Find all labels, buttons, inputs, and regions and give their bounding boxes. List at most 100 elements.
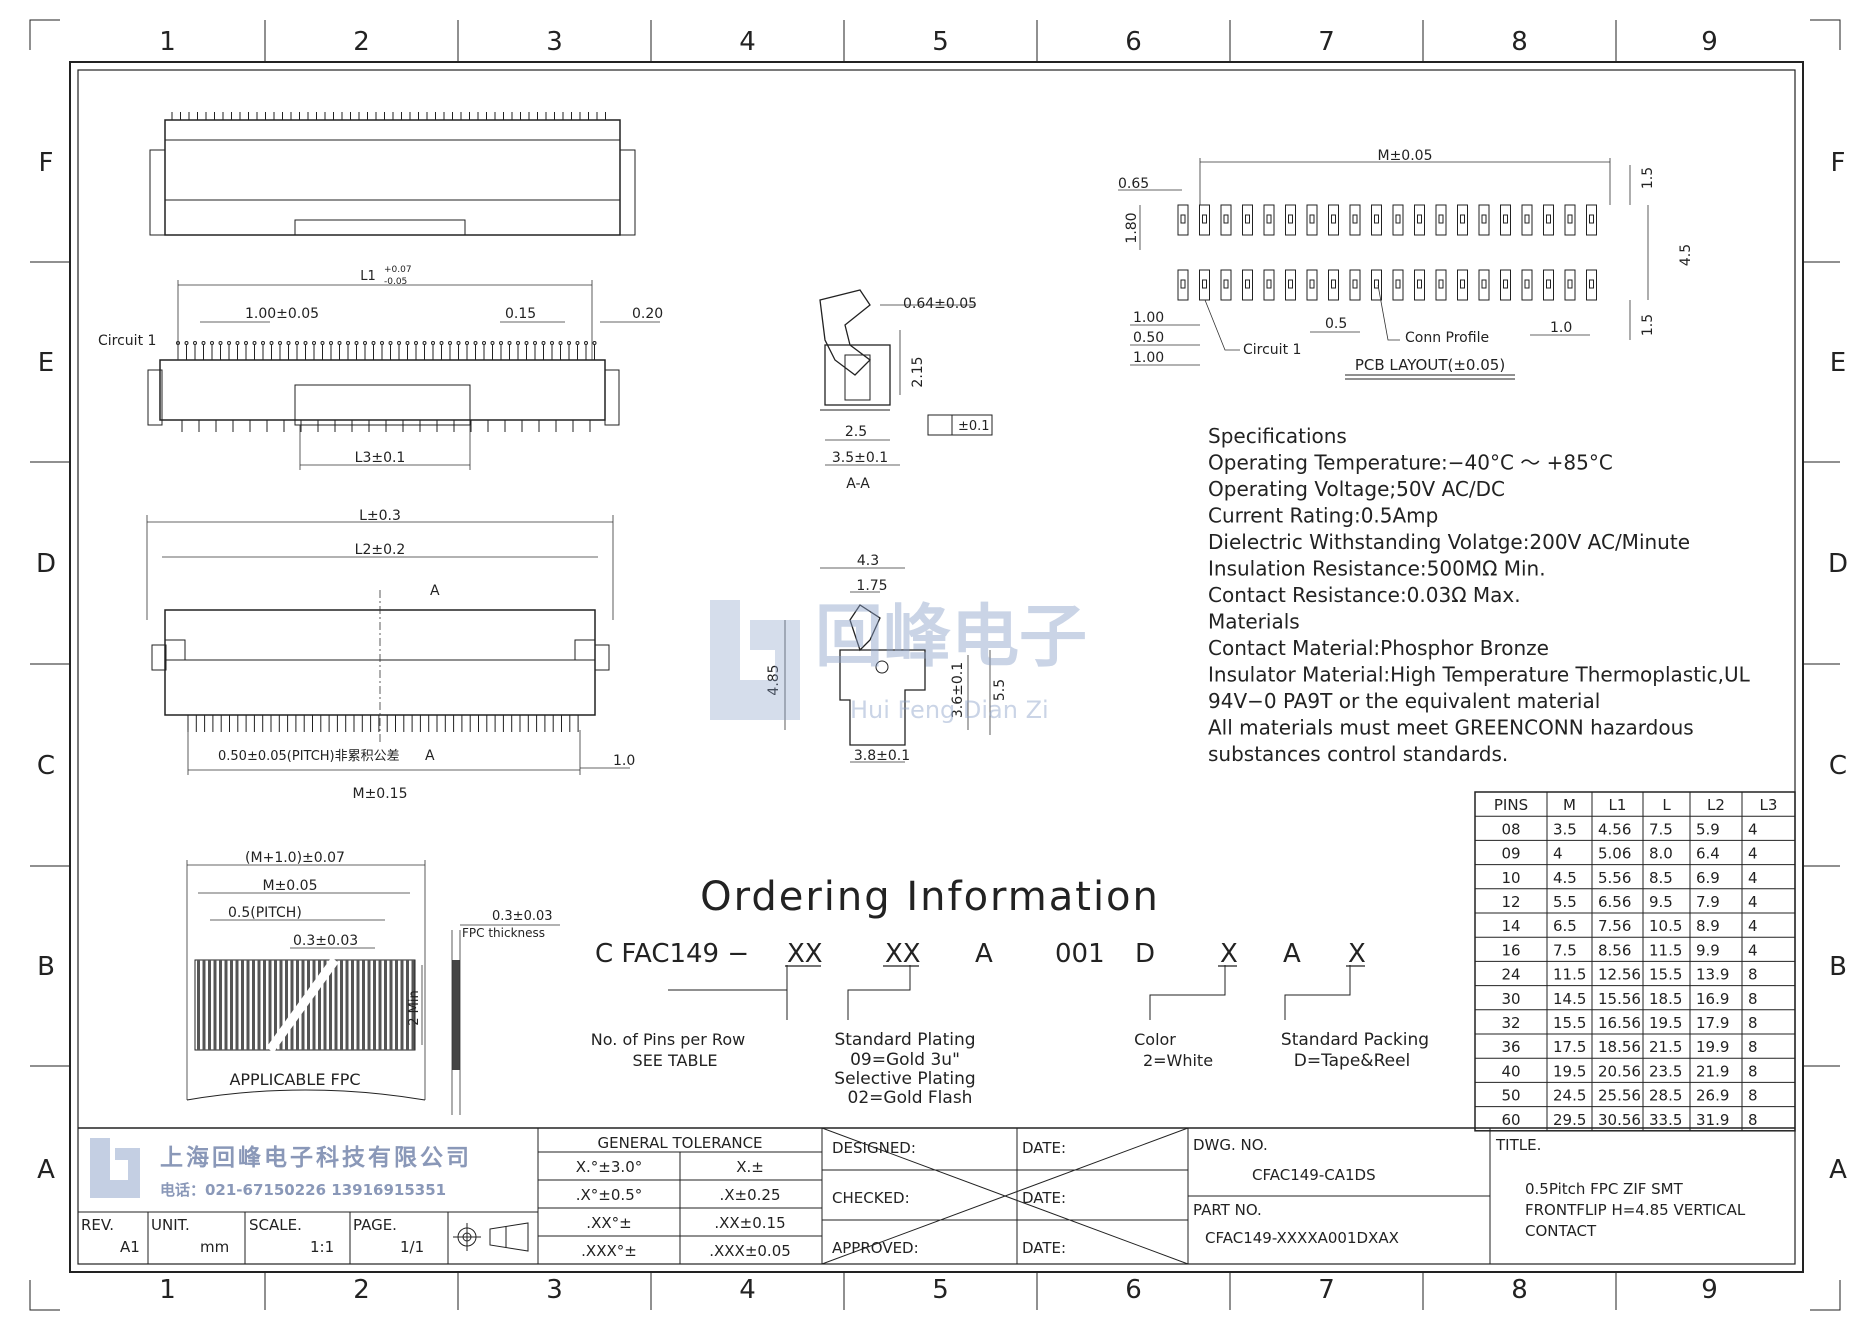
order-n2: Standard Plating xyxy=(834,1030,975,1050)
table-header: L1 xyxy=(1609,796,1627,814)
dim-43: 4.3 xyxy=(857,553,879,569)
order-code-part: X xyxy=(1348,939,1366,969)
table-cell: 11.5 xyxy=(1553,966,1586,984)
watermark-cn: 回峰电子 xyxy=(815,598,1087,677)
dim-485: 4.85 xyxy=(766,664,782,695)
dim-020: 0.20 xyxy=(632,306,663,322)
col-num-bottom: 4 xyxy=(739,1275,756,1305)
table-cell: 15.56 xyxy=(1598,990,1641,1008)
col-num-bottom: 9 xyxy=(1701,1275,1718,1305)
front-view xyxy=(147,280,660,470)
top-view xyxy=(149,112,636,236)
col-num-top: 9 xyxy=(1701,27,1718,57)
table-cell: 18.56 xyxy=(1598,1038,1641,1056)
row-letter-right: B xyxy=(1829,952,1847,982)
pcb-05: 0.5 xyxy=(1325,316,1347,332)
table-cell: 25.56 xyxy=(1598,1087,1641,1105)
spec-line: Dielectric Withstanding Volatge:200V AC/… xyxy=(1208,530,1690,554)
gt-cell: X.°±3.0° xyxy=(576,1158,642,1176)
order-n4: Standard Packing xyxy=(1281,1030,1429,1050)
unit-label: UNIT. xyxy=(151,1216,190,1234)
gt-cell: .XX±0.15 xyxy=(714,1214,785,1232)
col-num-bottom: 2 xyxy=(353,1275,370,1305)
table-cell: 50 xyxy=(1501,1087,1520,1105)
table-cell: 11.5 xyxy=(1649,941,1682,959)
ordering-leaders xyxy=(668,965,1351,1020)
rev-label: REV. xyxy=(81,1216,114,1234)
table-cell: 8.56 xyxy=(1598,941,1631,959)
order-n1: No. of Pins per Row xyxy=(591,1030,745,1049)
dim-35: 3.5±0.1 xyxy=(832,450,888,466)
col-num-top: 1 xyxy=(159,27,176,57)
gt-cell: .X±0.25 xyxy=(719,1186,780,1204)
col-num-bottom: 3 xyxy=(546,1275,563,1305)
table-cell: 8.9 xyxy=(1696,917,1720,935)
table-cell: 4.56 xyxy=(1598,820,1631,838)
l1-tol-minus: -0.05 xyxy=(384,277,407,287)
fpc-thk: 0.3±0.03 xyxy=(492,909,553,924)
dim-215: 2.15 xyxy=(910,356,926,387)
order-n4b: D=Tape&Reel xyxy=(1294,1051,1411,1071)
inner-frame xyxy=(77,69,1796,1265)
table-cell: 8 xyxy=(1748,966,1758,984)
order-code-part: X xyxy=(1220,939,1238,969)
dim-38: 3.8±0.1 xyxy=(854,748,910,764)
table-cell: 16.56 xyxy=(1598,1014,1641,1032)
pcb-100b: 1.00 xyxy=(1133,350,1164,366)
row-letter-left: D xyxy=(36,549,56,579)
table-cell: 40 xyxy=(1501,1062,1520,1080)
title-label: TITLE. xyxy=(1495,1136,1541,1154)
fpc-2min: 2 Min xyxy=(407,990,422,1025)
table-header: PINS xyxy=(1494,796,1528,814)
table-cell: 7.56 xyxy=(1598,917,1631,935)
spec-line: substances control standards. xyxy=(1208,742,1508,766)
dim-015: 0.15 xyxy=(505,306,536,322)
table-cell: 7.9 xyxy=(1696,893,1720,911)
table-cell: 8 xyxy=(1748,1087,1758,1105)
watermark-logo xyxy=(710,600,800,720)
table-cell: 4 xyxy=(1748,941,1758,959)
table-cell: 6.5 xyxy=(1553,917,1577,935)
fpc-03: 0.3±0.03 xyxy=(293,933,358,949)
col-num-top: 3 xyxy=(546,27,563,57)
company-name: 上海回峰电子科技有限公司 xyxy=(160,1144,472,1171)
table-cell: 31.9 xyxy=(1696,1111,1729,1129)
pcb-065: 0.65 xyxy=(1118,176,1149,192)
order-n2d: 02=Gold Flash xyxy=(848,1088,973,1108)
table-cell: 8 xyxy=(1748,1038,1758,1056)
order-code-part: A xyxy=(1283,939,1301,969)
spec-line: Insulation Resistance:500MΩ Min. xyxy=(1208,557,1546,581)
section-a-bottom: A xyxy=(425,748,435,764)
fpc-m: M±0.05 xyxy=(263,878,318,894)
table-cell: 29.5 xyxy=(1553,1111,1586,1129)
table-cell: 21.9 xyxy=(1696,1062,1729,1080)
order-n2b: 09=Gold 3u" xyxy=(850,1050,960,1070)
table-cell: 16.9 xyxy=(1696,990,1729,1008)
pcb-title: PCB LAYOUT(±0.05) xyxy=(1355,356,1505,374)
pitch-dim: 1.00±0.05 xyxy=(245,306,319,322)
order-code-part: XX xyxy=(787,939,823,969)
table-cell: 24 xyxy=(1501,966,1520,984)
date-2: DATE: xyxy=(1022,1189,1066,1207)
l2-label: L2±0.2 xyxy=(355,542,406,558)
scale-label: SCALE. xyxy=(249,1216,302,1234)
table-cell: 33.5 xyxy=(1649,1111,1682,1129)
table-header: L xyxy=(1662,796,1671,814)
row-letter-left: F xyxy=(39,148,54,178)
row-letter-right: A xyxy=(1829,1155,1847,1185)
dwg-label: DWG. NO. xyxy=(1193,1136,1268,1154)
title-block xyxy=(78,1127,1795,1265)
table-cell: 15.5 xyxy=(1649,966,1682,984)
l1-label: L1 xyxy=(360,269,376,284)
approved-label: APPROVED: xyxy=(832,1239,919,1257)
table-cell: 23.5 xyxy=(1649,1062,1682,1080)
designed-label: DESIGNED: xyxy=(832,1139,916,1157)
dwg-no: CFAC149-CA1DS xyxy=(1252,1166,1376,1184)
row-ticks xyxy=(30,261,1840,1067)
spec-line: Operating Temperature:−40°C ～ +85°C xyxy=(1208,451,1613,475)
table-cell: 5.5 xyxy=(1553,893,1577,911)
gt-title: GENERAL TOLERANCE xyxy=(597,1134,762,1152)
order-n3: Color xyxy=(1134,1030,1176,1049)
